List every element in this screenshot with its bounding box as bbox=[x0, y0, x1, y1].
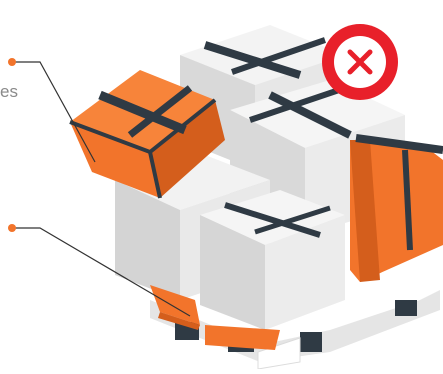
callout-label-fragment: es bbox=[0, 83, 18, 100]
box-bottom-middle bbox=[200, 190, 345, 330]
orange-box-right bbox=[350, 138, 443, 282]
callout-dot-top bbox=[8, 58, 16, 66]
callout-dot-bottom bbox=[8, 224, 16, 232]
x-icon bbox=[322, 24, 398, 100]
